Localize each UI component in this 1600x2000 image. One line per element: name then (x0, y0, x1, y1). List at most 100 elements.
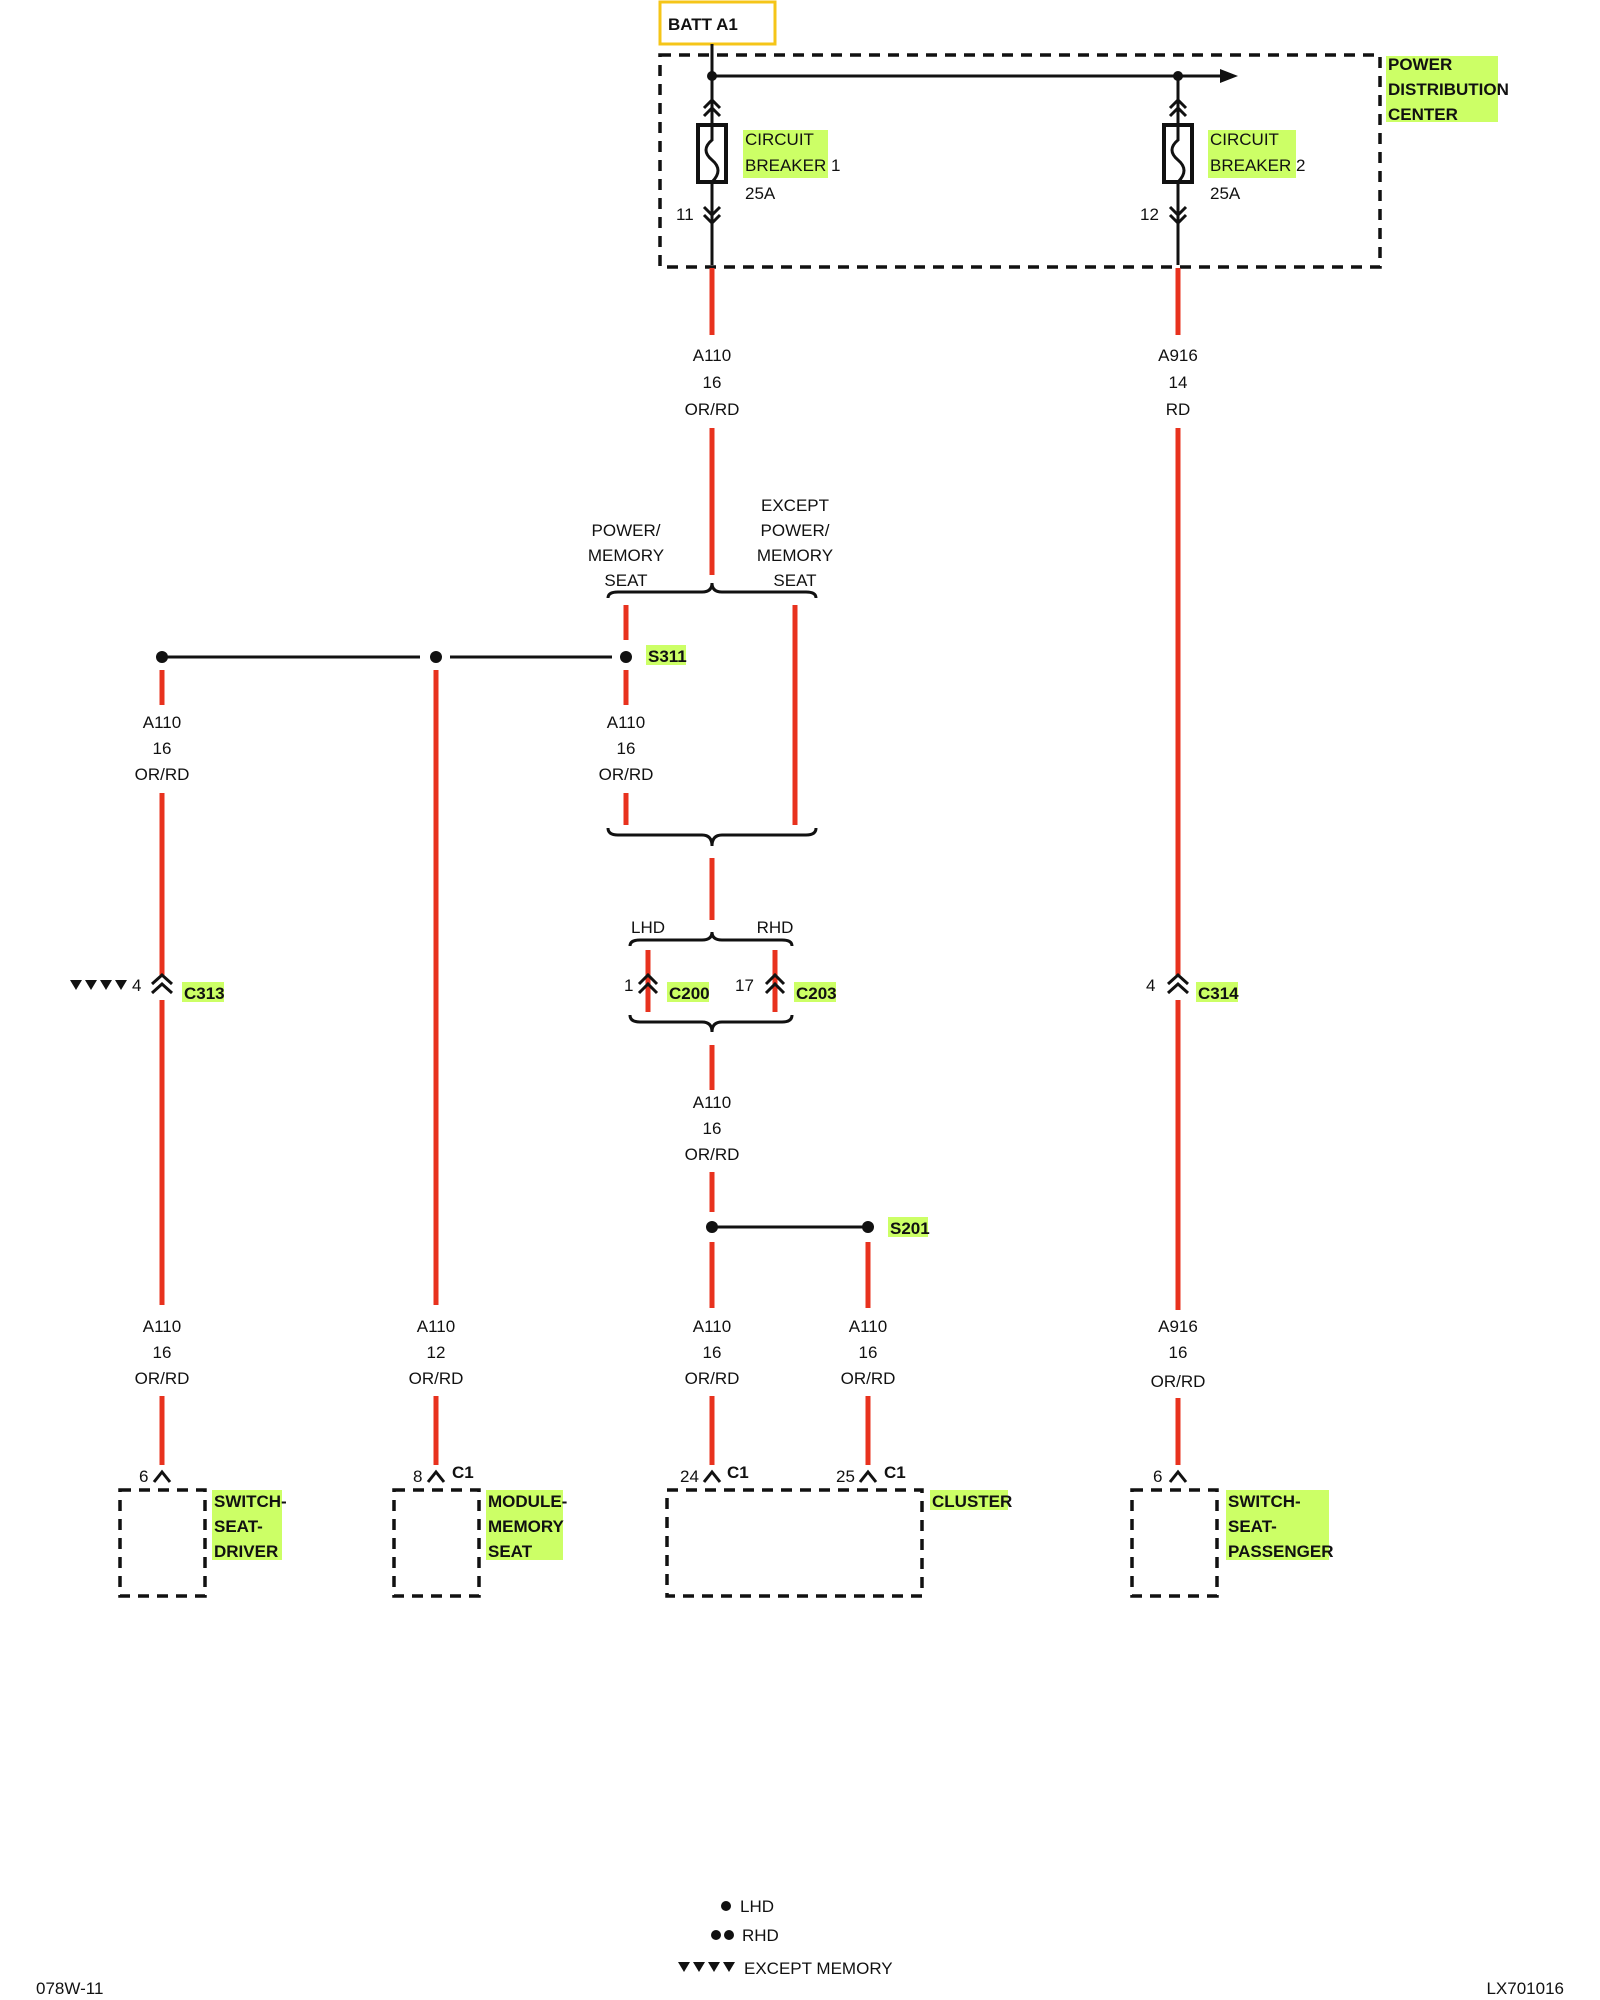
option-brace (606, 827, 818, 847)
cb2-label-2: BREAKER 2 (1210, 156, 1305, 175)
switch-seat-driver-label: SWITCH- SEAT- DRIVER (212, 1490, 287, 1561)
svg-text:OR/RD: OR/RD (409, 1369, 464, 1388)
comp4-pin: 6 (1153, 1467, 1162, 1486)
wire-label: A916 (1158, 346, 1198, 365)
svg-text:MODULE-: MODULE- (488, 1492, 567, 1511)
rhd-dot-icon (724, 1930, 734, 1940)
lhd-label: LHD (631, 918, 665, 937)
svg-text:SWITCH-: SWITCH- (1228, 1492, 1301, 1511)
lhd-dot-icon (721, 1901, 731, 1911)
svg-text:MEMORY: MEMORY (488, 1517, 565, 1536)
rhd-label: RHD (757, 918, 794, 937)
terminal-icon (152, 1469, 172, 1483)
option-brace (606, 582, 818, 599)
comp3-pin-1: 24 (680, 1467, 699, 1486)
svg-text:A110: A110 (143, 1317, 181, 1336)
svg-text:SWITCH-: SWITCH- (214, 1492, 287, 1511)
terminal-icon (426, 1469, 446, 1483)
rhd-dot-icon (711, 1930, 721, 1940)
svg-text:PASSENGER: PASSENGER (1228, 1542, 1334, 1561)
cb1-label-2: BREAKER 1 (745, 156, 840, 175)
s311-highlight (646, 645, 686, 665)
c313-label: C313 (184, 984, 225, 1003)
wire-color: OR/RD (599, 765, 654, 784)
svg-text:SEAT-: SEAT- (214, 1517, 263, 1536)
cluster-label: CLUSTER (932, 1492, 1012, 1511)
branch-label: POWER/ (592, 521, 661, 540)
cluster-highlight (930, 1490, 1008, 1510)
c200-pin: 1 (624, 976, 633, 995)
cb2-amp: 25A (1210, 184, 1241, 203)
splice-node (620, 651, 632, 663)
footer-left-code: 078W-11 (36, 1979, 103, 1998)
terminal-icon (858, 1469, 878, 1483)
c203-highlight (794, 982, 836, 1002)
svg-text:A110: A110 (693, 1317, 731, 1336)
legend-lhd: LHD (740, 1897, 774, 1916)
svg-text:OR/RD: OR/RD (841, 1369, 896, 1388)
wire-gauge: 16 (617, 739, 636, 758)
switch-seat-passenger-label: SWITCH- SEAT- PASSENGER (1226, 1490, 1334, 1561)
s201-label: S201 (890, 1219, 930, 1238)
connector-c313-icon (150, 972, 174, 995)
bus-arrow-icon (1220, 69, 1238, 83)
wire-label-group: A110 16 OR/RD (135, 1317, 190, 1388)
svg-text:16: 16 (703, 1343, 722, 1362)
wire-gauge: 14 (1169, 373, 1188, 392)
cb1-highlight (743, 130, 828, 178)
comp2-pin: 8 (413, 1467, 422, 1486)
svg-text:A110: A110 (849, 1317, 887, 1336)
svg-text:OR/RD: OR/RD (135, 1369, 190, 1388)
c200-label: C200 (669, 984, 710, 1003)
svg-text:OR/RD: OR/RD (1151, 1372, 1206, 1391)
batt-label: BATT A1 (668, 15, 738, 34)
comp1-pin: 6 (139, 1467, 148, 1486)
wire-label: A110 (693, 346, 731, 365)
svg-text:SEAT-: SEAT- (1228, 1517, 1277, 1536)
pdc-label: POWER DISTRIBUTION CENTER (1386, 55, 1509, 124)
branch-label: SEAT (604, 571, 647, 590)
module-memory-seat-label: MODULE- MEMORY SEAT (486, 1490, 567, 1561)
legend: LHD RHD EXCEPT MEMORY (678, 1897, 893, 1978)
wire-label-group: A110 12 OR/RD (409, 1317, 464, 1388)
except-memory-marker-icon (70, 980, 127, 990)
wire-label-group: A916 16 OR/RD (1151, 1317, 1206, 1391)
branch-label: POWER/ (761, 521, 830, 540)
c314-label: C314 (1198, 984, 1239, 1003)
wire-color: OR/RD (135, 765, 190, 784)
wire-gauge: 16 (153, 739, 172, 758)
svg-text:OR/RD: OR/RD (685, 1369, 740, 1388)
svg-text:SEAT: SEAT (488, 1542, 533, 1561)
circuit-breaker-1 (696, 76, 728, 265)
svg-text:A110: A110 (417, 1317, 455, 1336)
branch-label: EXCEPT (761, 496, 829, 515)
wire-color: OR/RD (685, 1145, 740, 1164)
splice-node (862, 1221, 874, 1233)
cb2-pin: 12 (1140, 205, 1159, 224)
c313-pin: 4 (132, 976, 141, 995)
cb1-amp: 25A (745, 184, 776, 203)
cb1-pin: 11 (676, 205, 694, 224)
wire-gauge: 16 (703, 1119, 722, 1138)
legend-except-memory: EXCEPT MEMORY (744, 1959, 893, 1978)
c314-pin: 4 (1146, 976, 1155, 995)
svg-text:16: 16 (859, 1343, 878, 1362)
connector-c200-icon (637, 972, 659, 995)
legend-rhd: RHD (742, 1926, 779, 1945)
wire-color: OR/RD (685, 400, 740, 419)
circuit-breaker-2 (1162, 76, 1194, 265)
c200-highlight (667, 982, 709, 1002)
batt-box (658, 0, 777, 46)
switch-seat-passenger-box (1130, 1488, 1219, 1598)
except-memory-legend-icon (678, 1962, 735, 1972)
branch-label: SEAT (773, 571, 816, 590)
terminal-icon (702, 1469, 722, 1483)
cb2-label-1: CIRCUIT (1210, 130, 1279, 149)
svg-text:DISTRIBUTION: DISTRIBUTION (1388, 80, 1509, 99)
c313-highlight (182, 982, 224, 1002)
wire-label: A110 (143, 713, 181, 732)
svg-text:12: 12 (427, 1343, 446, 1362)
connector-c203-icon (764, 972, 786, 995)
splice-node (156, 651, 168, 663)
